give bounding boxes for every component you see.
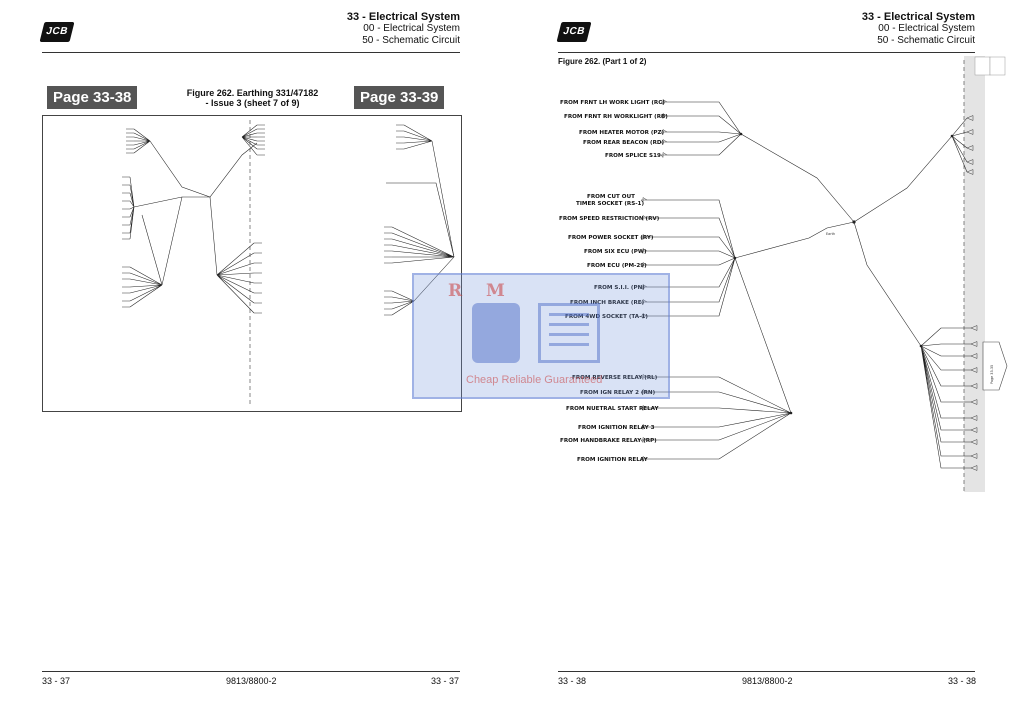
watermark-letters: R M — [448, 281, 514, 301]
connector-terminals — [640, 99, 668, 463]
connector-label: TIMER SOCKET (RS-1) — [576, 201, 644, 207]
connector-label: FROM SPEED RESTRICTION (RV) — [559, 216, 660, 222]
connector-label: FROM ECU (PM-29) — [587, 263, 647, 269]
footer-rule — [558, 671, 975, 672]
watermark-text: Cheap Reliable Guaranteed — [466, 374, 603, 386]
subsection-title: 50 - Schematic Circuit — [362, 35, 460, 46]
connector-label: FROM NUETRAL START RELAY — [566, 406, 659, 412]
left-page: JCB 33 - Electrical System 00 - Electric… — [39, 11, 462, 686]
footer-page-number: 33 - 38 — [948, 676, 977, 686]
footer-page-number: 33 - 37 — [42, 676, 71, 686]
side-page-tab: Page 33-35 — [990, 365, 994, 384]
splice-points — [733, 132, 954, 415]
page-tag-left[interactable]: Page 33-38 — [47, 86, 138, 109]
header-rule — [558, 52, 975, 53]
connector-label: FROM HANDBRAKE RELAY (RP) — [560, 438, 657, 444]
connector-label: FROM HEATER MOTOR (PZ) — [579, 130, 665, 136]
connector-label: FROM INCH BRAKE (RE) — [570, 300, 645, 306]
connector-label: FROM POWER SOCKET (RY) — [568, 235, 654, 241]
connector-label: FROM FRNT LH WORK LIGHT (RC) — [560, 100, 665, 106]
footer-doc-number: 9813/8800-2 — [226, 676, 277, 686]
page-header: 33 - Electrical System 00 - Electrical S… — [347, 11, 460, 47]
connector-label: FROM REVERSE RELAY (RL) — [572, 375, 658, 381]
connector-label: FROM IGNITION RELAY — [577, 457, 649, 463]
jcb-logo: JCB — [39, 22, 75, 42]
figure-caption: Figure 262. Earthing 331/47182 - Issue 3… — [186, 88, 319, 108]
connector-label: FROM S.I.I. (PN) — [594, 285, 645, 291]
watermark-logo-icon — [472, 303, 520, 363]
footer-page-number: 33 - 37 — [431, 676, 460, 686]
watermark-document-icon — [538, 303, 600, 363]
schematic-diagram: FROM FRNT LH WORK LIGHT (RC) FROM FRNT R… — [559, 56, 1008, 492]
schematic-thumbnail — [122, 120, 455, 407]
subsection-title: 00 - Electrical System — [878, 23, 975, 34]
connector-label: FROM REAR BEACON (RD) — [583, 140, 665, 146]
connector-label: FROM CUT OUT — [587, 194, 635, 200]
schematic-thumbnail-frame — [42, 115, 462, 412]
page-header: 33 - Electrical System 00 - Electrical S… — [862, 11, 975, 47]
footer-page-number: 33 - 38 — [558, 676, 587, 686]
figure-caption: Figure 262. (Part 1 of 2) — [558, 57, 647, 66]
subsection-title: 50 - Schematic Circuit — [877, 35, 975, 46]
earth-label: Earth — [826, 232, 835, 236]
section-title: 33 - Electrical System — [861, 11, 975, 23]
connector-labels: FROM FRNT LH WORK LIGHT (RC) FROM FRNT R… — [559, 100, 668, 463]
connector-label: FROM IGNITION RELAY 3 — [578, 425, 655, 431]
connector-label: FROM SIX ECU (PW) — [584, 249, 647, 255]
subsection-title: 00 - Electrical System — [363, 23, 460, 34]
connector-label: FROM 4WD SOCKET (TA-1) — [565, 314, 648, 320]
section-title: 33 - Electrical System — [346, 11, 460, 23]
connector-label: FROM FRNT RH WORKLIGHT (RB) — [564, 114, 668, 120]
watermark-box — [412, 273, 670, 399]
footer-rule — [42, 671, 460, 672]
page-tag-right[interactable]: Page 33-39 — [354, 86, 445, 109]
header-rule — [42, 52, 460, 53]
footer-doc-number: 9813/8800-2 — [742, 676, 793, 686]
right-page: JCB 33 - Electrical System 00 - Electric… — [509, 0, 1018, 725]
connector-label: FROM SPLICE S19 — [605, 153, 661, 159]
wire-harness — [647, 101, 971, 469]
connector-label: FROM IGN RELAY 2 (RN) — [580, 390, 656, 396]
